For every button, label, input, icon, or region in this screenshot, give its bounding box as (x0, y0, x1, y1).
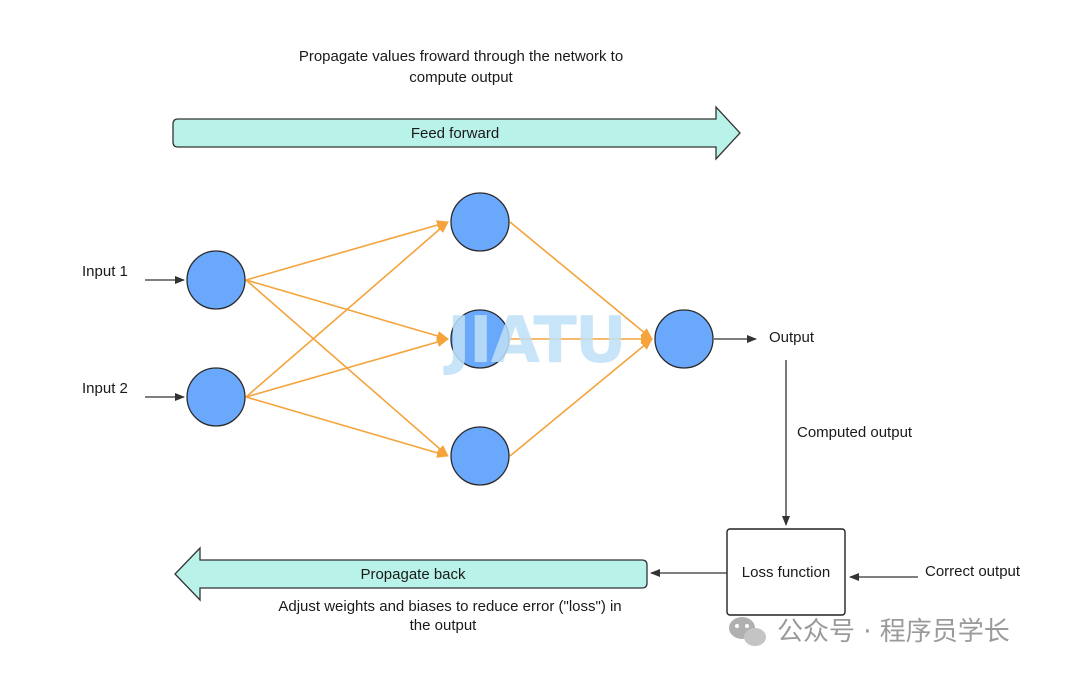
hidden-node-2 (450, 309, 510, 369)
computed-output-label: Computed output (797, 424, 913, 441)
loss-function-box (726, 528, 846, 616)
edge-i2-h1 (245, 221, 449, 398)
correct-output-label: Correct output (925, 563, 1021, 580)
input-hidden-edges (245, 220, 449, 458)
edge-i2-h2 (245, 337, 449, 398)
header-line-1: Propagate values froward through the net… (299, 48, 623, 65)
backprop-desc-line-1: Adjust weights and biases to reduce erro… (278, 598, 621, 615)
hidden-node-1 (450, 192, 510, 252)
input-2-label: Input 2 (82, 380, 128, 397)
backprop-desc-line-2: the output (410, 617, 478, 634)
edge-i2-h3 (245, 396, 449, 458)
input-node-1 (186, 250, 246, 310)
wechat-icon (729, 617, 766, 646)
hidden-output-edges (509, 221, 653, 457)
output-label: Output (769, 329, 815, 346)
loss-function-label: Loss function (742, 564, 830, 581)
edge-h1-o (509, 221, 653, 340)
network-nodes (186, 192, 714, 486)
hidden-node-3 (450, 426, 510, 486)
jiatu-watermark: JIATU (443, 304, 625, 378)
output-node (654, 309, 714, 369)
feed-forward-label: Feed forward (411, 125, 499, 142)
input-1-label: Input 1 (82, 263, 128, 280)
propagate-back-label: Propagate back (360, 566, 466, 583)
footer-watermark: 公众号 · 程序员学长 (777, 617, 1010, 647)
propagate-back-arrow (174, 546, 648, 602)
edge-i1-h1 (245, 220, 449, 281)
edge-h3-o (509, 338, 653, 457)
header-line-2: compute output (409, 69, 513, 86)
feed-forward-arrow (172, 105, 741, 161)
input-node-2 (186, 367, 246, 427)
